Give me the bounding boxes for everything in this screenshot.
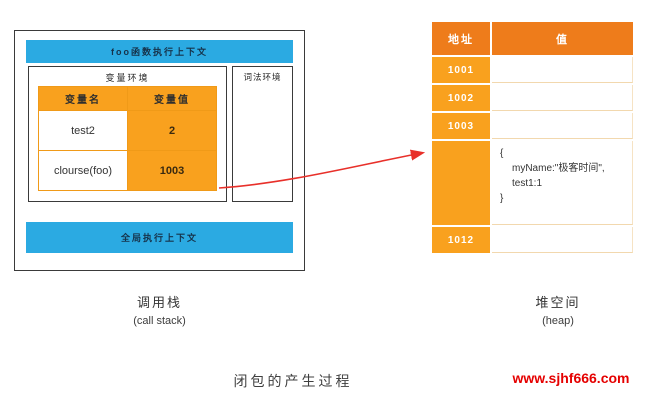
heap-header-row: 地址 值 (432, 22, 633, 55)
variable-table: 变量名 变量值 test2 2 clourse(foo) 1003 (38, 86, 217, 191)
call-stack-caption: 调用栈 (call stack) (14, 292, 305, 327)
variable-environment-label: 变量环境 (105, 73, 150, 83)
value-cell: { myName:"极客时间", test1:1 } (492, 141, 633, 225)
diagram-title: 闭包的产生过程 (233, 373, 353, 389)
heap-row: 1012 (432, 227, 633, 253)
heap-row: { myName:"极客时间", test1:1 } (432, 141, 633, 225)
value-cell (492, 113, 633, 139)
heap-table: 地址 值 1001 1002 1003 { myName:"极客时间", tes… (432, 22, 633, 255)
variable-environment-box: 变量环境 变量名 变量值 test2 2 clourse(foo) 1003 (28, 66, 227, 202)
object-line: test1:1 (512, 178, 543, 189)
object-line: } (500, 193, 504, 204)
value-cell (492, 85, 633, 111)
global-context-bar: 全局执行上下文 (26, 222, 293, 253)
address-cell: 1003 (432, 113, 490, 139)
heap-row: 1003 (432, 113, 633, 139)
table-header-row: 变量名 变量值 (38, 86, 217, 111)
object-line: { (500, 148, 504, 159)
call-stack-caption-cn: 调用栈 (136, 295, 182, 310)
heap-caption-en: (heap) (542, 315, 574, 327)
heap-caption-cn: 堆空间 (535, 295, 581, 310)
heap-header-address: 地址 (432, 22, 490, 55)
table-row: test2 2 (38, 110, 217, 151)
foo-context-bar: foo函数执行上下文 (26, 40, 293, 63)
global-context-label: 全局执行上下文 (120, 233, 198, 243)
cell-variable-value: 2 (127, 110, 217, 151)
lexical-environment-label: 词法环境 (243, 72, 282, 82)
foo-context-label: foo函数执行上下文 (111, 47, 208, 57)
address-cell: 1012 (432, 227, 490, 253)
heap-header-value: 值 (492, 22, 633, 55)
cell-variable-name: clourse(foo) (38, 150, 128, 191)
address-cell: 1001 (432, 57, 490, 83)
heap-row: 1001 (432, 57, 633, 83)
table-row: clourse(foo) 1003 (38, 150, 217, 191)
address-cell: 1002 (432, 85, 490, 111)
call-stack-box: foo函数执行上下文 变量环境 变量名 变量值 test2 2 cl (14, 30, 305, 271)
heap-row: 1002 (432, 85, 633, 111)
watermark-text: www.sjhf666.com (512, 370, 630, 386)
object-line: myName:"极客时间", (512, 163, 605, 174)
lexical-environment-box: 词法环境 (232, 66, 293, 202)
address-cell (432, 141, 490, 225)
heap-caption: 堆空间 (heap) (458, 292, 650, 327)
value-cell (492, 57, 633, 83)
cell-variable-name: test2 (38, 110, 128, 151)
heap-object-text: { myName:"极客时间", test1:1 } (492, 141, 632, 206)
call-stack-caption-en: (call stack) (133, 315, 186, 327)
cell-variable-value: 1003 (127, 150, 217, 191)
column-header-value: 变量值 (127, 86, 217, 111)
value-cell (492, 227, 633, 253)
column-header-name: 变量名 (38, 86, 128, 111)
